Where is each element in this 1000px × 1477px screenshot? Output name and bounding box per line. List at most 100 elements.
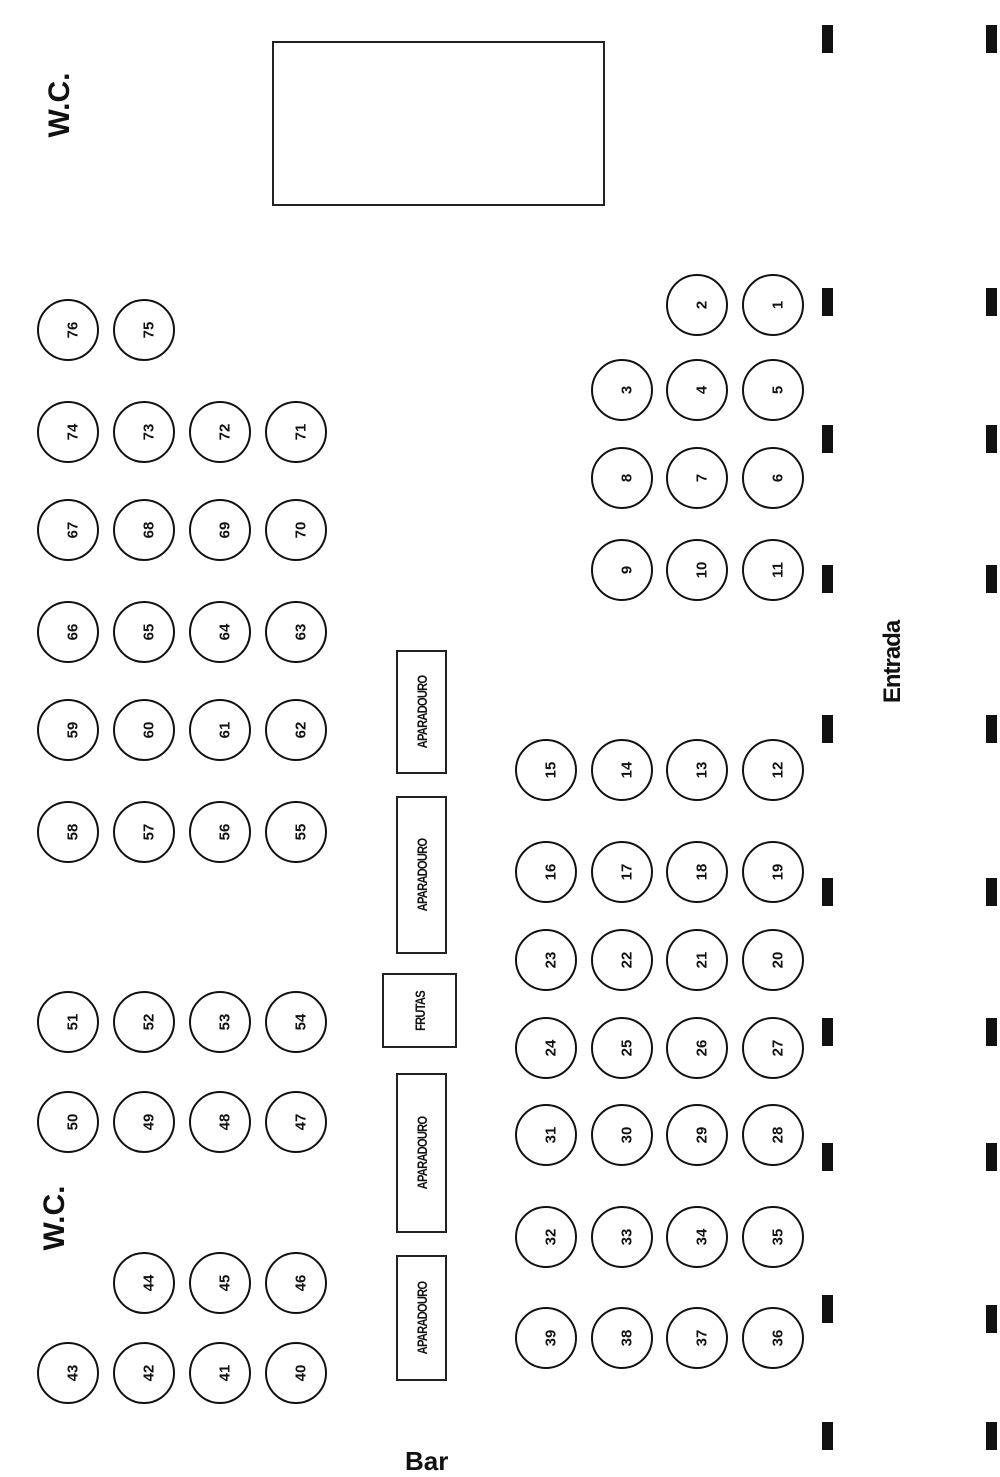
table-69[interactable]: 69 (189, 499, 251, 561)
table-12[interactable]: 12 (742, 739, 804, 801)
table-60[interactable]: 60 (113, 699, 175, 761)
table-33[interactable]: 33 (591, 1206, 653, 1268)
table-3[interactable]: 3 (591, 359, 653, 421)
table-number: 55 (292, 823, 310, 841)
table-51[interactable]: 51 (37, 991, 99, 1053)
table-25[interactable]: 25 (591, 1017, 653, 1079)
table-number: 50 (64, 1113, 82, 1131)
table-number: 16 (542, 863, 560, 881)
table-29[interactable]: 29 (666, 1104, 728, 1166)
table-4[interactable]: 4 (666, 359, 728, 421)
table-48[interactable]: 48 (189, 1091, 251, 1153)
table-38[interactable]: 38 (591, 1307, 653, 1369)
stage-area (272, 41, 605, 206)
table-number: 21 (693, 951, 711, 969)
table-16[interactable]: 16 (515, 841, 577, 903)
wall-mark (822, 565, 833, 593)
table-41[interactable]: 41 (189, 1342, 251, 1404)
table-6[interactable]: 6 (742, 447, 804, 509)
table-58[interactable]: 58 (37, 801, 99, 863)
table-37[interactable]: 37 (666, 1307, 728, 1369)
table-57[interactable]: 57 (113, 801, 175, 863)
table-15[interactable]: 15 (515, 739, 577, 801)
table-number: 61 (216, 721, 234, 739)
table-8[interactable]: 8 (591, 447, 653, 509)
sideboard-2: APARADOURO (396, 796, 447, 954)
table-55[interactable]: 55 (265, 801, 327, 863)
table-36[interactable]: 36 (742, 1307, 804, 1369)
table-42[interactable]: 42 (113, 1342, 175, 1404)
table-34[interactable]: 34 (666, 1206, 728, 1268)
table-7[interactable]: 7 (666, 447, 728, 509)
table-2[interactable]: 2 (666, 274, 728, 336)
table-19[interactable]: 19 (742, 841, 804, 903)
table-number: 59 (64, 721, 82, 739)
table-number: 15 (542, 761, 560, 779)
table-75[interactable]: 75 (113, 299, 175, 361)
table-39[interactable]: 39 (515, 1307, 577, 1369)
table-22[interactable]: 22 (591, 929, 653, 991)
entrance-text: Entrada (879, 620, 906, 704)
table-31[interactable]: 31 (515, 1104, 577, 1166)
table-9[interactable]: 9 (591, 539, 653, 601)
table-17[interactable]: 17 (591, 841, 653, 903)
table-26[interactable]: 26 (666, 1017, 728, 1079)
table-28[interactable]: 28 (742, 1104, 804, 1166)
table-68[interactable]: 68 (113, 499, 175, 561)
table-number: 11 (769, 562, 787, 578)
table-52[interactable]: 52 (113, 991, 175, 1053)
table-number: 1 (769, 300, 787, 310)
table-number: 47 (292, 1113, 310, 1131)
table-20[interactable]: 20 (742, 929, 804, 991)
table-65[interactable]: 65 (113, 601, 175, 663)
table-13[interactable]: 13 (666, 739, 728, 801)
table-32[interactable]: 32 (515, 1206, 577, 1268)
table-40[interactable]: 40 (265, 1342, 327, 1404)
table-number: 62 (292, 721, 310, 739)
table-45[interactable]: 45 (189, 1252, 251, 1314)
table-62[interactable]: 62 (265, 699, 327, 761)
table-30[interactable]: 30 (591, 1104, 653, 1166)
table-11[interactable]: 11 (742, 539, 804, 601)
table-number: 24 (542, 1039, 560, 1057)
table-47[interactable]: 47 (265, 1091, 327, 1153)
table-49[interactable]: 49 (113, 1091, 175, 1153)
table-64[interactable]: 64 (189, 601, 251, 663)
table-74[interactable]: 74 (37, 401, 99, 463)
table-76[interactable]: 76 (37, 299, 99, 361)
sideboard-label: APARADOURO (413, 1116, 430, 1190)
table-number: 38 (618, 1329, 636, 1347)
table-number: 70 (292, 521, 310, 539)
table-5[interactable]: 5 (742, 359, 804, 421)
table-72[interactable]: 72 (189, 401, 251, 463)
table-number: 36 (769, 1329, 787, 1347)
table-44[interactable]: 44 (113, 1252, 175, 1314)
table-21[interactable]: 21 (666, 929, 728, 991)
table-46[interactable]: 46 (265, 1252, 327, 1314)
table-10[interactable]: 10 (666, 539, 728, 601)
table-number: 64 (216, 623, 234, 641)
table-67[interactable]: 67 (37, 499, 99, 561)
table-14[interactable]: 14 (591, 739, 653, 801)
table-number: 57 (140, 823, 158, 841)
table-number: 66 (64, 623, 82, 641)
table-61[interactable]: 61 (189, 699, 251, 761)
table-70[interactable]: 70 (265, 499, 327, 561)
table-24[interactable]: 24 (515, 1017, 577, 1079)
table-18[interactable]: 18 (666, 841, 728, 903)
table-63[interactable]: 63 (265, 601, 327, 663)
table-35[interactable]: 35 (742, 1206, 804, 1268)
table-54[interactable]: 54 (265, 991, 327, 1053)
table-53[interactable]: 53 (189, 991, 251, 1053)
table-43[interactable]: 43 (37, 1342, 99, 1404)
table-1[interactable]: 1 (742, 274, 804, 336)
table-number: 44 (140, 1274, 158, 1292)
table-50[interactable]: 50 (37, 1091, 99, 1153)
table-56[interactable]: 56 (189, 801, 251, 863)
table-71[interactable]: 71 (265, 401, 327, 463)
table-23[interactable]: 23 (515, 929, 577, 991)
table-66[interactable]: 66 (37, 601, 99, 663)
table-27[interactable]: 27 (742, 1017, 804, 1079)
table-59[interactable]: 59 (37, 699, 99, 761)
table-73[interactable]: 73 (113, 401, 175, 463)
